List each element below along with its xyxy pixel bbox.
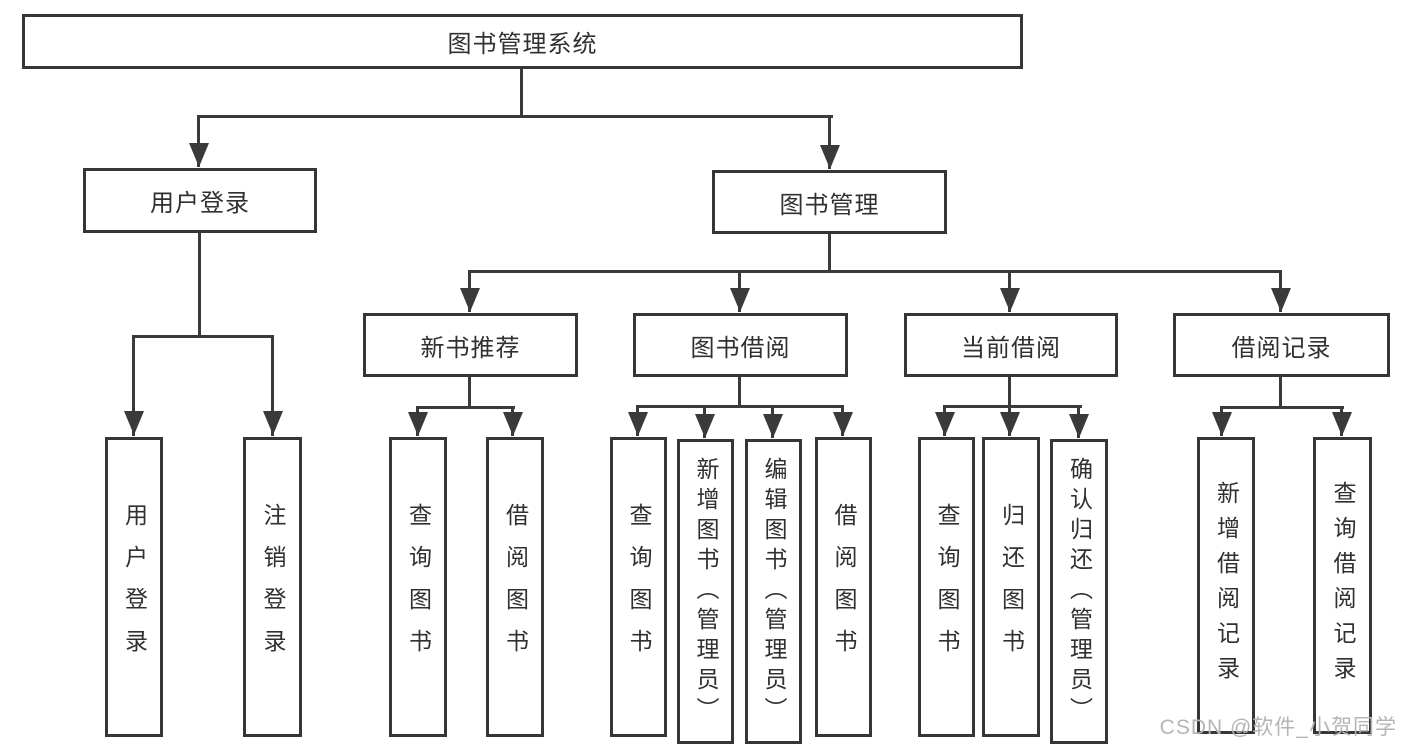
arrow-down-icon bbox=[833, 412, 853, 436]
connector-line bbox=[943, 405, 1082, 408]
connector-line bbox=[197, 115, 200, 167]
arrow-down-icon bbox=[263, 411, 283, 435]
connector-line bbox=[198, 233, 201, 337]
connector-line bbox=[738, 377, 741, 407]
arrow-down-icon bbox=[1212, 412, 1232, 436]
leaf-return-books: 归还图书 bbox=[982, 437, 1040, 737]
leaf-confirm-return-admin: 确认归还（管理员） bbox=[1050, 439, 1108, 744]
connector-line bbox=[197, 115, 833, 118]
connector-line bbox=[132, 335, 274, 338]
watermark: CSDN @软件_小贺同学 bbox=[1159, 716, 1397, 739]
connector-line bbox=[636, 405, 844, 408]
node-book-borrowing: 图书借阅 bbox=[633, 313, 848, 377]
connector-line bbox=[520, 69, 523, 117]
arrow-down-icon bbox=[695, 414, 715, 438]
leaf-add-borrow-record: 新增借阅记录 bbox=[1197, 437, 1255, 734]
node-label: 借阅记录 bbox=[1231, 334, 1332, 362]
arrow-down-icon bbox=[1332, 412, 1352, 436]
connector-line bbox=[132, 335, 135, 436]
node-book-management: 图书管理 bbox=[712, 170, 947, 234]
leaf-user-login: 用户登录 bbox=[105, 437, 163, 737]
arrow-down-icon bbox=[124, 411, 144, 435]
arrow-down-icon bbox=[1000, 412, 1020, 436]
node-user-login: 用户登录 bbox=[83, 168, 317, 233]
leaf-query-books: 查询图书 bbox=[389, 437, 447, 737]
node-library-management-system: 图书管理系统 bbox=[22, 14, 1023, 69]
arrow-down-icon bbox=[189, 143, 209, 167]
leaf-borrow-books: 借阅图书 bbox=[815, 437, 872, 737]
connector-line bbox=[468, 377, 471, 408]
arrow-down-icon bbox=[408, 412, 428, 436]
connector-line bbox=[828, 234, 831, 272]
connector-line bbox=[416, 406, 515, 409]
connector-line bbox=[271, 335, 274, 436]
connector-line bbox=[468, 270, 1282, 273]
leaf-borrow-books: 借阅图书 bbox=[486, 437, 544, 737]
arrow-down-icon bbox=[460, 288, 480, 312]
leaf-query-borrow-record: 查询借阅记录 bbox=[1313, 437, 1372, 734]
leaf-add-books-admin: 新增图书（管理员） bbox=[677, 439, 734, 744]
arrow-down-icon bbox=[730, 288, 750, 312]
node-label: 图书管理 bbox=[779, 191, 880, 219]
connector-line bbox=[1008, 377, 1011, 407]
leaf-logout: 注销登录 bbox=[243, 437, 302, 737]
node-label: 新书推荐 bbox=[420, 334, 521, 362]
connector-line bbox=[1279, 377, 1282, 408]
node-label: 用户登录 bbox=[150, 190, 250, 217]
connector-line bbox=[1220, 406, 1344, 409]
arrow-down-icon bbox=[820, 145, 840, 169]
arrow-down-icon bbox=[1069, 414, 1089, 438]
leaf-query-books: 查询图书 bbox=[918, 437, 975, 737]
arrow-down-icon bbox=[503, 412, 523, 436]
node-label: 图书借阅 bbox=[690, 334, 791, 362]
arrow-down-icon bbox=[1000, 288, 1020, 312]
node-borrowing-records: 借阅记录 bbox=[1173, 313, 1390, 377]
arrow-down-icon bbox=[763, 414, 783, 438]
leaf-query-books: 查询图书 bbox=[610, 437, 667, 737]
connector-line bbox=[828, 115, 831, 169]
arrow-down-icon bbox=[628, 412, 648, 436]
node-current-borrowing: 当前借阅 bbox=[904, 313, 1118, 377]
node-label: 当前借阅 bbox=[961, 334, 1061, 362]
arrow-down-icon bbox=[1271, 288, 1291, 312]
node-label: 图书管理系统 bbox=[447, 31, 598, 58]
arrow-down-icon bbox=[935, 412, 955, 436]
node-new-book-recommend: 新书推荐 bbox=[363, 313, 578, 377]
leaf-edit-books-admin: 编辑图书（管理员） bbox=[745, 439, 802, 744]
